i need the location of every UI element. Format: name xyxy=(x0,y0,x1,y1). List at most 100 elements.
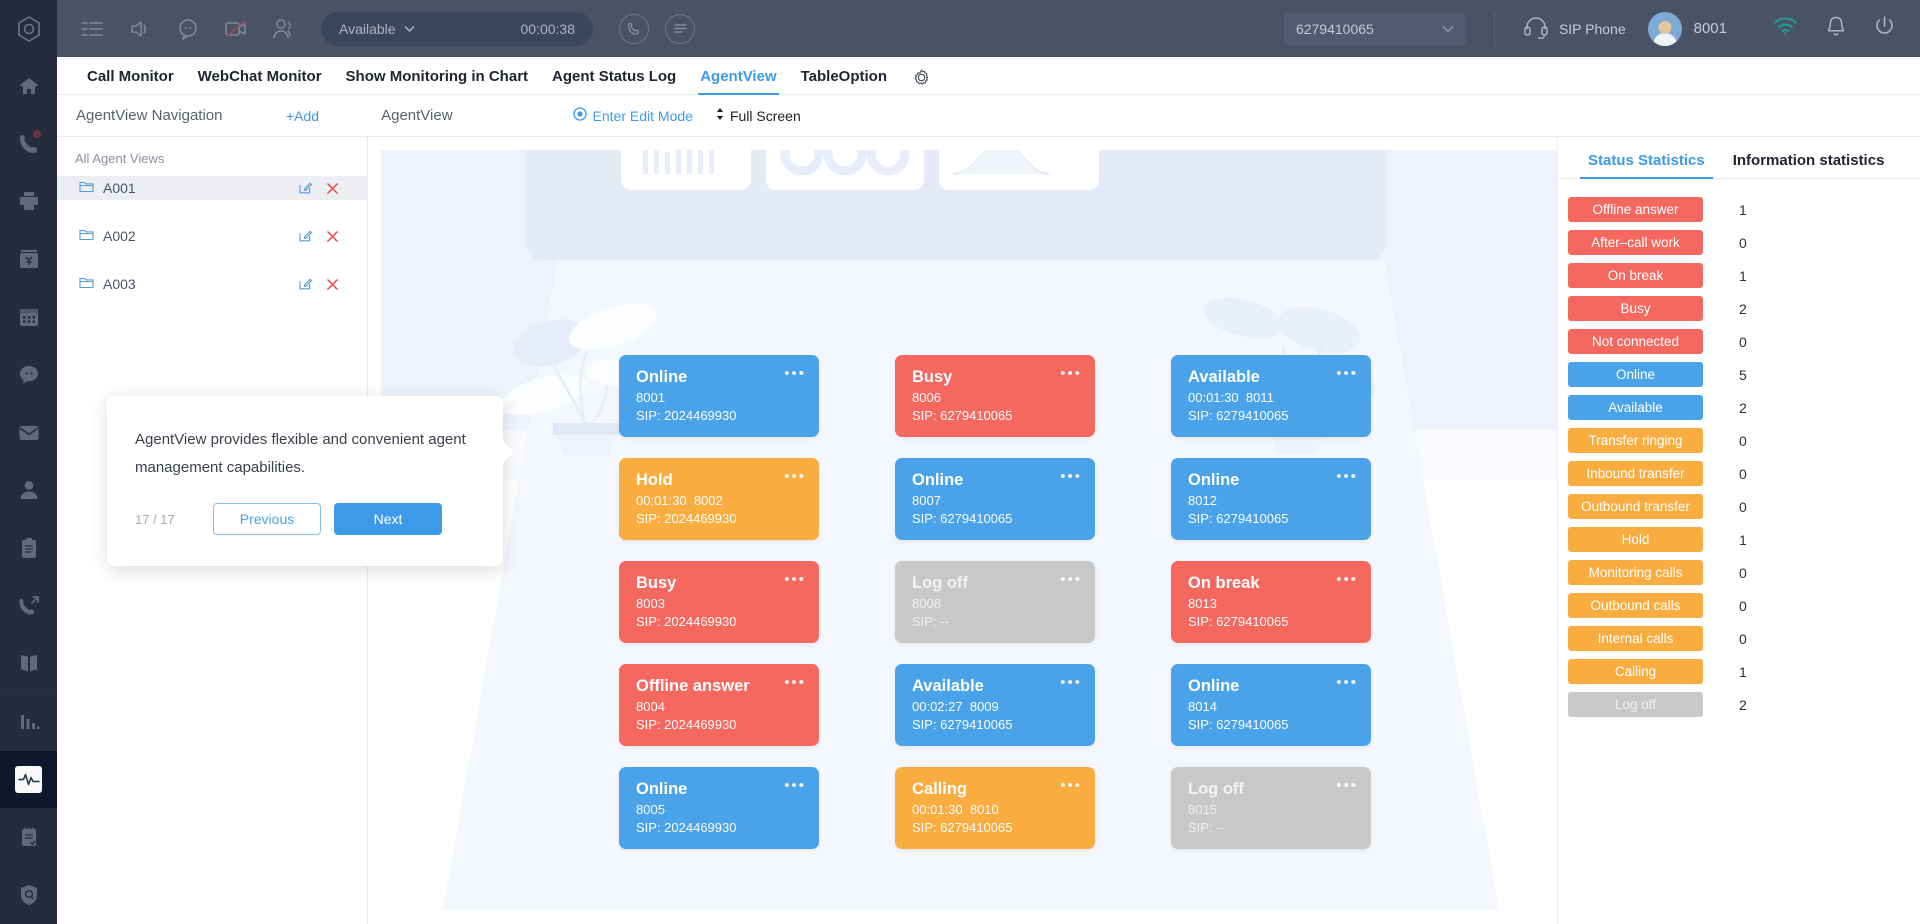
user-account[interactable]: 8001 xyxy=(1647,11,1727,46)
chat-bubble-icon[interactable] xyxy=(175,16,201,42)
more-icon[interactable]: ••• xyxy=(1060,674,1082,691)
rail-item-clipboard[interactable] xyxy=(0,519,57,577)
tab-webchat-monitor[interactable]: WebChat Monitor xyxy=(197,68,322,85)
speaker-icon[interactable] xyxy=(127,16,153,42)
contacts-icon[interactable] xyxy=(271,16,297,42)
list-indent-icon[interactable] xyxy=(79,16,105,42)
rail-item-book[interactable] xyxy=(0,635,57,693)
rail-item-quality[interactable] xyxy=(0,866,57,924)
close-icon[interactable] xyxy=(323,278,341,291)
more-icon[interactable]: ••• xyxy=(1336,674,1358,691)
more-icon[interactable]: ••• xyxy=(784,674,806,691)
edit-icon[interactable] xyxy=(296,181,314,195)
sip-phone-indicator[interactable]: SIP Phone xyxy=(1523,15,1626,42)
tab-agent-status-log[interactable]: Agent Status Log xyxy=(552,68,677,85)
more-icon[interactable]: ••• xyxy=(1060,468,1082,485)
rail-item-monitor-pulse[interactable] xyxy=(0,750,57,809)
agent-card[interactable]: Available 00:02:27 8009 SIP: 6279410065 … xyxy=(895,664,1095,746)
rail-item-user[interactable] xyxy=(0,462,57,520)
enter-edit-mode-button[interactable]: Enter Edit Mode xyxy=(572,107,693,124)
more-icon[interactable]: ••• xyxy=(1336,777,1358,794)
agent-card[interactable]: Busy 8006 SIP: 6279410065 ••• xyxy=(895,355,1095,437)
close-icon[interactable] xyxy=(323,230,341,243)
more-icon[interactable]: ••• xyxy=(784,468,806,485)
more-icon[interactable]: ••• xyxy=(784,365,806,382)
rail-item-bar-chart[interactable] xyxy=(0,692,57,751)
more-icon[interactable]: ••• xyxy=(784,777,806,794)
agent-card[interactable]: Log off 8015 SIP: -- ••• xyxy=(1171,767,1371,849)
edit-icon[interactable] xyxy=(296,277,314,291)
agent-card[interactable]: Online 8005 SIP: 2024469930 ••• xyxy=(619,767,819,849)
agent-card[interactable]: Online 8012 SIP: 6279410065 ••• xyxy=(1171,458,1371,540)
tab-tableoption[interactable]: TableOption xyxy=(800,68,887,85)
more-icon[interactable]: ••• xyxy=(1060,571,1082,588)
tab-information-statistics[interactable]: Information statistics xyxy=(1732,152,1885,169)
more-icon[interactable]: ••• xyxy=(1336,571,1358,588)
agent-card[interactable]: Online 8001 SIP: 2024469930 ••• xyxy=(619,355,819,437)
message-icon[interactable] xyxy=(665,13,695,44)
number-select[interactable]: 6279410065 xyxy=(1283,12,1466,45)
rail-item-calendar[interactable] xyxy=(0,288,57,346)
more-icon[interactable]: ••• xyxy=(1060,365,1082,382)
agent-sip: SIP: 6279410065 xyxy=(912,511,1013,526)
list-item-a003[interactable]: A003 xyxy=(57,272,367,296)
agent-card[interactable]: Busy 8003 SIP: 2024469930 ••• xyxy=(619,561,819,643)
power-icon[interactable] xyxy=(1873,15,1896,43)
gear-icon[interactable] xyxy=(899,69,940,94)
rail-item-outbound-call[interactable] xyxy=(0,577,57,635)
more-icon[interactable]: ••• xyxy=(1336,365,1358,382)
agent-card[interactable]: Available 00:01:30 8011 SIP: 6279410065 … xyxy=(1171,355,1371,437)
agent-status-selector[interactable]: Available 00:00:38 xyxy=(321,11,593,46)
tab-status-statistics[interactable]: Status Statistics xyxy=(1580,152,1713,179)
phone-call-icon[interactable] xyxy=(619,13,649,44)
agent-card[interactable]: Hold 00:01:30 8002 SIP: 2024469930 ••• xyxy=(619,458,819,540)
rail-item-notes-check[interactable] xyxy=(0,808,57,866)
agent-card[interactable]: Offline answer 8004 SIP: 2024469930 ••• xyxy=(619,664,819,746)
previous-button[interactable]: Previous xyxy=(213,503,321,535)
agent-card[interactable]: Online 8014 SIP: 6279410065 ••• xyxy=(1171,664,1371,746)
wifi-icon[interactable] xyxy=(1773,16,1799,41)
rail-item-phone[interactable] xyxy=(0,115,57,173)
next-button[interactable]: Next xyxy=(334,503,442,535)
rail-item-printer[interactable] xyxy=(0,173,57,231)
more-icon[interactable]: ••• xyxy=(784,571,806,588)
no-video-icon[interactable] xyxy=(223,16,249,42)
app-logo[interactable] xyxy=(0,0,57,57)
rail-item-billing[interactable] xyxy=(0,230,57,288)
agent-card[interactable]: Online 8007 SIP: 6279410065 ••• xyxy=(895,458,1095,540)
list-item-a002[interactable]: A002 xyxy=(57,224,367,248)
agent-card[interactable]: Log off 8008 SIP: -- ••• xyxy=(895,561,1095,643)
agent-card[interactable]: On break 8013 SIP: 6279410065 ••• xyxy=(1171,561,1371,643)
add-agentview-button[interactable]: +Add xyxy=(286,108,319,124)
list-item-a001[interactable]: A001 xyxy=(57,176,367,200)
bell-icon[interactable] xyxy=(1825,15,1847,43)
close-icon[interactable] xyxy=(323,182,341,195)
tab-show-monitoring-in-chart[interactable]: Show Monitoring in Chart xyxy=(345,68,529,85)
rail-item-chat[interactable] xyxy=(0,346,57,404)
tab-call-monitor[interactable]: Call Monitor xyxy=(87,68,174,85)
full-screen-button[interactable]: Full Screen xyxy=(715,107,801,124)
tab-agentview[interactable]: AgentView xyxy=(688,68,788,95)
more-icon[interactable]: ••• xyxy=(1336,468,1358,485)
rail-item-mail[interactable] xyxy=(0,404,57,462)
rail-item-home[interactable] xyxy=(0,57,57,115)
edit-icon[interactable] xyxy=(296,229,314,243)
agent-card[interactable]: Calling 00:01:30 8010 SIP: 6279410065 ••… xyxy=(895,767,1095,849)
more-icon[interactable]: ••• xyxy=(1060,777,1082,794)
